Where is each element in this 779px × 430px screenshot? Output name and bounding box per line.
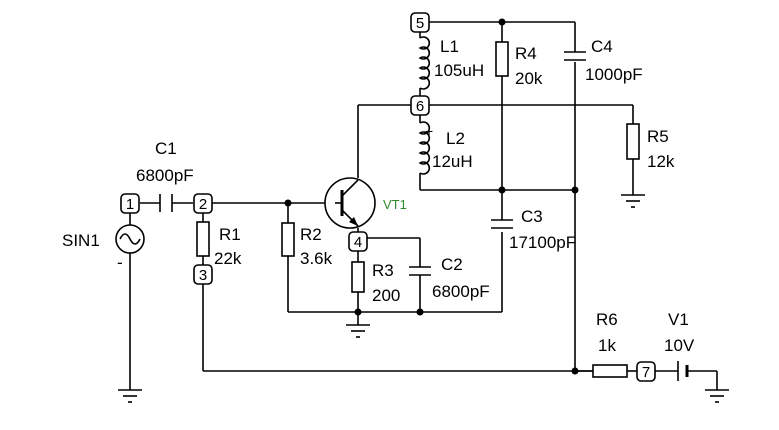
ground-symbol-emitter [346,324,370,338]
node-6[interactable]: 6 [410,95,430,116]
r1-value: 22k [214,249,242,268]
c3-value: 17100pF [509,233,576,252]
resistor-r5[interactable] [626,123,640,160]
l1-label: L1 [440,37,459,56]
l2-value: 12uH [432,152,473,171]
node-2-label: 2 [199,196,207,213]
inductor-l1[interactable] [418,36,431,90]
resistor-r1[interactable] [196,221,210,257]
resistor-r6[interactable] [592,364,628,378]
c1-value: 6800pF [136,166,194,185]
c2-value: 6800pF [432,282,490,301]
l2-polarity: + [425,123,433,139]
node-3-label: 3 [199,267,207,284]
c4-label: C4 [591,37,613,56]
node-7-label: 7 [642,364,650,381]
c2-label: C2 [441,255,463,274]
l1-value: 105uH [434,61,484,80]
wires [129,21,718,390]
r6-value: 1k [598,336,616,355]
r2-label: R2 [300,225,322,244]
node-7[interactable]: 7 [636,361,656,382]
capacitor-c3[interactable] [491,219,513,229]
r2-value: 3.6k [300,249,333,268]
r3-label: R3 [372,261,394,280]
node-5[interactable]: 5 [410,12,430,33]
r4-label: R4 [515,44,537,63]
node-1[interactable]: 1 [120,193,140,214]
node-2[interactable]: 2 [193,193,213,214]
resistor-r4[interactable] [495,41,509,77]
sin1-label: SIN1 [62,231,100,250]
v1-label: V1 [668,310,689,329]
transistor-vt1[interactable] [324,177,376,229]
node-3[interactable]: 3 [193,264,213,285]
inductor-l2[interactable] [418,121,431,175]
v1-value: 10V [664,336,695,355]
battery-v1[interactable] [677,361,689,381]
node-5-label: 5 [416,15,424,32]
capacitor-c4[interactable] [564,51,586,61]
l2-label: L2 [446,129,465,148]
resistor-r3[interactable] [351,261,365,293]
resistor-r2[interactable] [281,222,295,257]
r4-value: 20k [515,69,543,88]
node-4[interactable]: 4 [348,231,368,252]
node-6-label: 6 [416,98,424,115]
ground-symbol-v1 [705,389,729,403]
sine-source-sin1[interactable] [115,224,145,254]
capacitor-c1[interactable] [159,194,173,212]
c4-value: 1000pF [585,65,643,84]
r5-label: R5 [647,127,669,146]
c1-label: C1 [155,139,177,158]
sin1-polarity: - [117,253,123,272]
capacitor-c2[interactable] [409,266,431,276]
junction-dots [284,18,579,375]
ground-symbol-r5 [621,194,645,208]
vt1-label: VT1 [383,197,407,212]
c3-label: C3 [521,207,543,226]
r1-label: R1 [219,225,241,244]
r3-value: 200 [372,286,400,305]
r6-label: R6 [596,310,618,329]
r5-value: 12k [647,152,675,171]
ground-symbol-sin1 [118,389,142,403]
node-1-label: 1 [126,196,134,213]
node-4-label: 4 [354,234,362,251]
